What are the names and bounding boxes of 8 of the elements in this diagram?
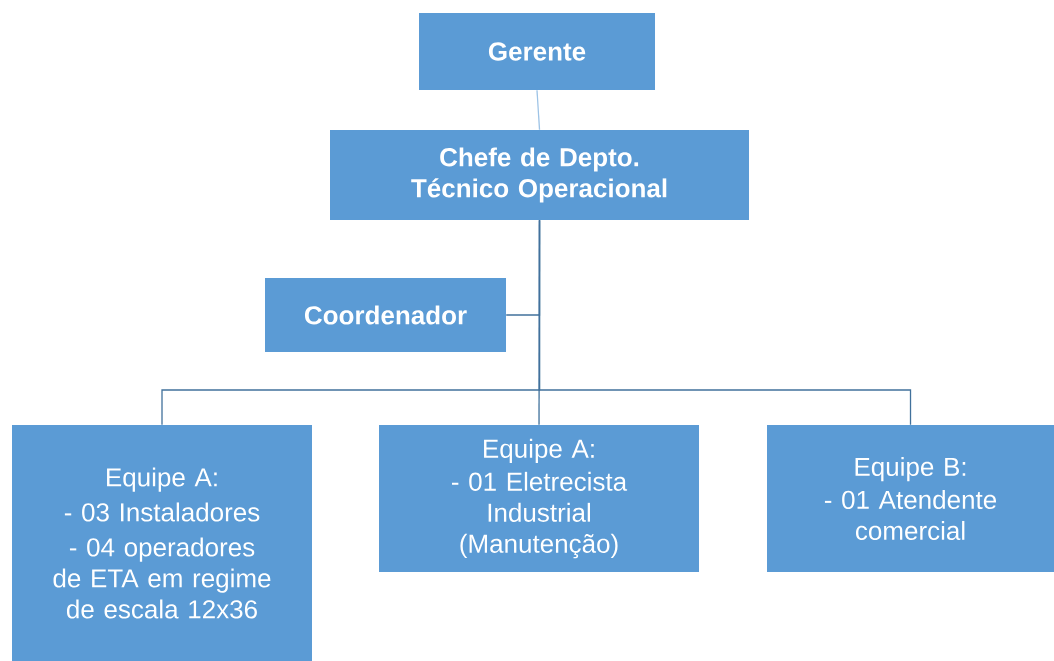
team-box: Equipe A: - 01 Eletrecista Industrial (Manutenção) [379,425,699,572]
coordinator-box: Coordenador [265,278,506,352]
manager-box: Gerente [419,13,655,90]
team-box: Equipe B: - 01 Atendente comercial [767,425,1054,572]
team-box: Equipe A: - 03 Instaladores - 04 operadores de ETA em regime de escala 12x36 [12,425,312,661]
department-box: Chefe de Depto. Técnico Operacional [330,130,749,220]
connector-line [536,89,541,131]
connector-line [538,219,912,426]
